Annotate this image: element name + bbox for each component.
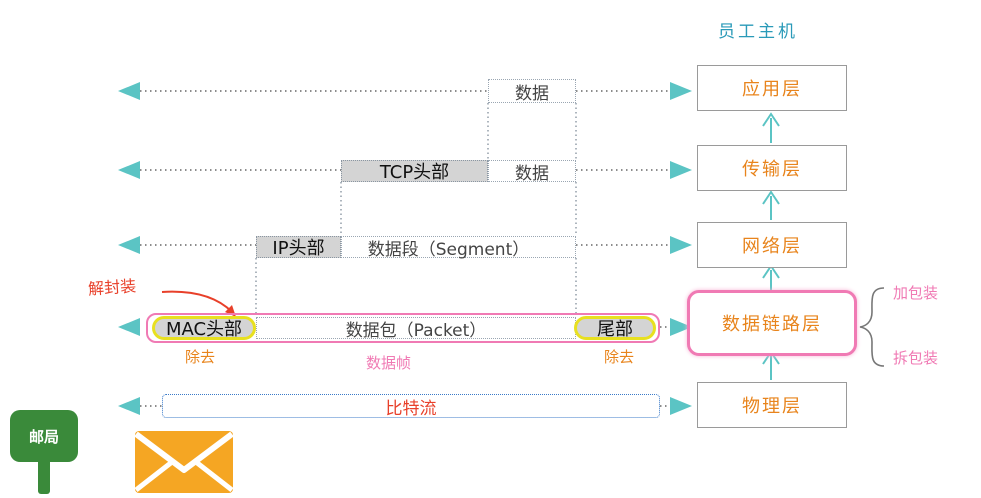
left-arrows	[118, 82, 140, 415]
frame-label: 数据帧	[366, 354, 412, 372]
packet-label: 数据包（Packet）	[345, 320, 487, 341]
mac-header: MAC头部	[152, 316, 256, 340]
envelope-icon	[134, 431, 234, 493]
right-arrow-5	[670, 397, 692, 415]
add-package-label: 加包装	[893, 284, 939, 302]
data-top-block	[488, 79, 576, 103]
layer-transport: 传输层	[697, 145, 847, 191]
layer-datalink: 数据链路层	[687, 290, 857, 356]
brace-icon	[859, 287, 885, 367]
data-tcp-label: 数据	[515, 163, 549, 184]
segment-label: 数据段（Segment）	[367, 239, 530, 260]
layer-network: 网络层	[697, 222, 847, 268]
left-arrow-1	[118, 82, 140, 100]
left-arrow-5	[118, 397, 140, 415]
right-arrow-4	[670, 318, 692, 336]
frame-outline	[146, 313, 660, 343]
remove-left-label: 除去	[185, 348, 216, 366]
remove-right-label: 除去	[604, 348, 635, 366]
left-arrow-4	[118, 318, 140, 336]
bitstream-block	[162, 394, 660, 418]
remove-package-label: 拆包装	[893, 349, 939, 367]
left-dotted-lines	[140, 90, 488, 407]
left-arrow-3	[118, 236, 140, 254]
bitstream-label: 比特流	[385, 398, 437, 419]
data-tcp-block	[488, 160, 576, 182]
left-arrow-2	[118, 161, 140, 179]
tcp-header: TCP头部	[341, 160, 488, 183]
layer-physical: 物理层	[697, 382, 847, 428]
tail-block: 尾部	[574, 316, 656, 340]
segment-block	[341, 236, 576, 258]
post-office-pole	[38, 454, 50, 494]
right-arrows	[670, 82, 692, 415]
encap-guides	[255, 103, 577, 315]
host-title: 员工主机	[718, 22, 798, 42]
data-top-label: 数据	[515, 83, 549, 104]
ip-header: IP头部	[256, 236, 341, 259]
right-arrow-3	[670, 236, 692, 254]
layer-application: 应用层	[697, 65, 847, 111]
right-arrow-1	[670, 82, 692, 100]
decap-arrow-icon	[161, 290, 233, 313]
decapsulate-label: 解封装	[87, 276, 137, 299]
right-arrow-2	[670, 161, 692, 179]
post-office-sign: 邮局	[10, 410, 78, 462]
right-dotted-lines	[576, 90, 676, 407]
